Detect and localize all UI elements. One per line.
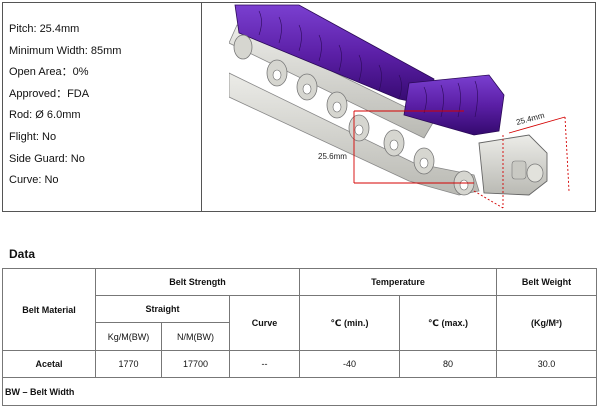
cell-temp-max: 80 [398,350,498,378]
lower-roller [403,74,505,136]
dim-pitch-label: 25.4mm [515,111,546,127]
spec-flight: Flight: No [9,130,57,143]
upper-roller-rings [258,10,422,104]
spec-panel: Pitch: 25.4mm Minimum Width: 85mm Open A… [2,2,596,212]
header-temp-min: ℃ (min.) [299,295,400,351]
cell-weight: 30.0 [496,350,598,378]
cell-curve: -- [229,350,300,378]
spec-open-area: Open Area：0% [9,66,89,79]
end-link-eye [526,163,544,183]
table-row: Acetal 1770 17700 -- -40 80 30.0 [2,350,598,378]
cell-material: Acetal [2,350,96,378]
header-nm: N/M(BW) [161,322,230,351]
spec-approved: Approved：FDA [9,87,90,100]
spec-curve: Curve: No [9,174,59,187]
link-holes [272,69,469,191]
belt-diagram: 25.6mm 25.4mm [229,4,570,209]
dim-height-label: 25.6mm [318,152,347,161]
footnote-row: BW – Belt Width [1,377,598,406]
header-belt-strength: Belt Strength [95,268,300,296]
dimension-lines [353,110,570,209]
header-belt-material: Belt Material [2,268,96,351]
header-kgm: Kg/M(BW) [95,322,162,351]
spec-min-width: Minimum Width: 85mm [9,44,122,57]
header-row-2: Straight Curve ℃ (min.) ℃ (max.) (Kg/M²) [3,295,598,351]
header-straight: Straight [95,295,230,323]
header-temperature: Temperature [298,268,498,296]
header-belt-weight: Belt Weight [496,268,598,296]
spec-rod: Rod: Ø 6.0mm [9,109,81,122]
footnote: BW – Belt Width [1,377,598,406]
header-temp-max: ℃ (max.) [398,295,498,351]
end-module-slot [511,160,527,180]
header-row-1: Belt Material Belt Strength Temperature … [2,268,598,351]
header-weight-unit: (Kg/M²) [496,295,598,351]
cell-kgm: 1770 [95,350,162,378]
lower-roller-rings [423,80,478,118]
spec-pitch: Pitch: 25.4mm [9,23,80,35]
header-row-3: Kg/M(BW) N/M(BW) [3,322,597,351]
spec-list: Pitch: 25.4mm Minimum Width: 85mm Open A… [9,19,121,192]
section-title: Data [9,247,36,261]
spec-side-guard: Side Guard: No [9,152,85,165]
spec-divider [201,3,202,211]
cell-temp-min: -40 [299,350,400,378]
cell-nm: 17700 [161,350,230,378]
data-table: Belt Material Belt Strength Temperature … [1,268,598,406]
header-curve: Curve [229,295,300,351]
